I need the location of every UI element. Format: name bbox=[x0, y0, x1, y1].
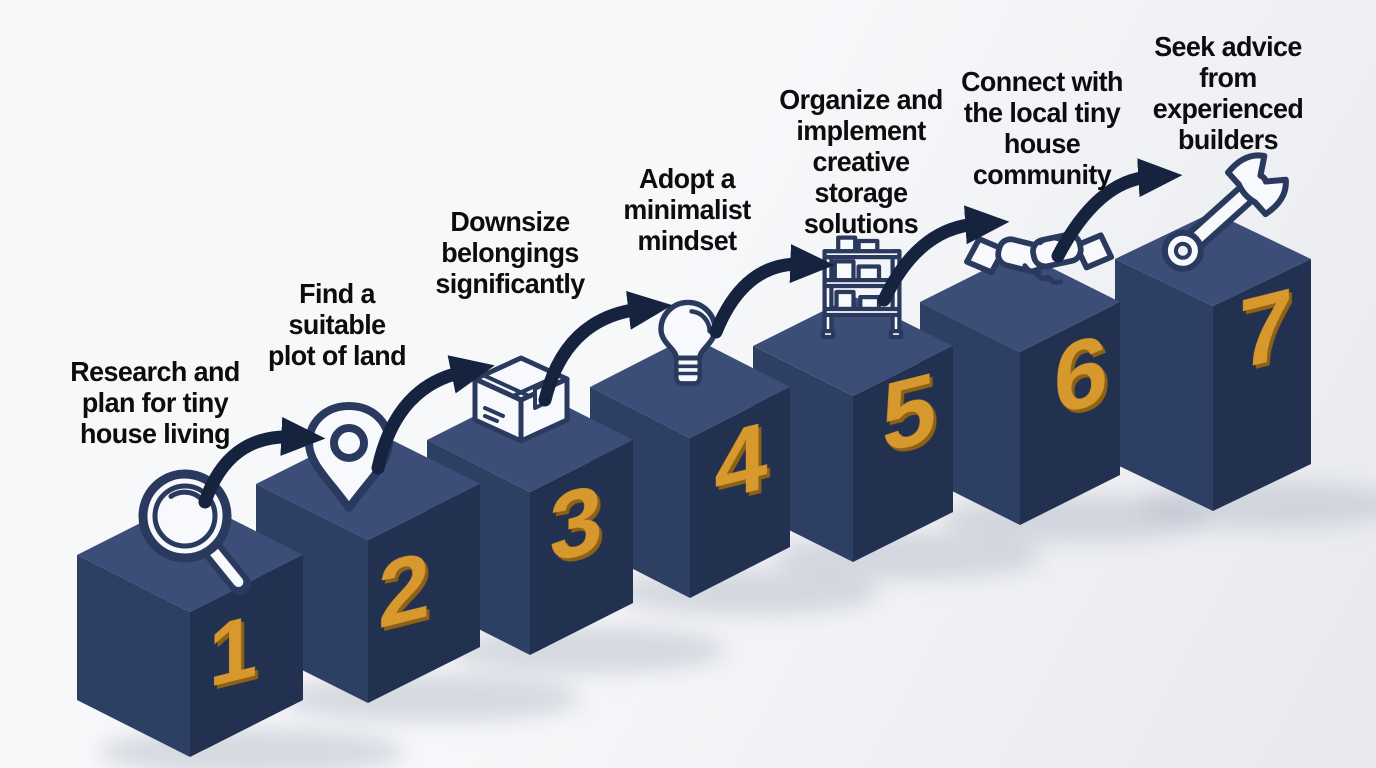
label-line: house living bbox=[80, 418, 230, 449]
label-line: from bbox=[1199, 62, 1257, 93]
step-label-5: Organize and implement creative storage … bbox=[741, 84, 981, 239]
label-line: storage bbox=[814, 177, 908, 208]
block-left-face bbox=[1115, 259, 1213, 511]
arrow-step4-step5 bbox=[709, 244, 835, 339]
label-line: minimalist bbox=[623, 194, 751, 225]
step-block-2: 2 bbox=[256, 402, 480, 703]
block-right-face bbox=[690, 387, 790, 598]
label-line: Organize and bbox=[779, 84, 943, 115]
arrow-step2-step3 bbox=[371, 355, 495, 475]
label-line: plan for tiny bbox=[81, 387, 229, 418]
label-line: plot of land bbox=[268, 340, 406, 371]
label-line: Research and bbox=[70, 356, 240, 387]
label-line: house bbox=[1003, 128, 1081, 159]
wrench-icon bbox=[1161, 152, 1289, 272]
step-label-3: Downsize belongings significantly bbox=[390, 206, 630, 299]
label-line: significantly bbox=[435, 268, 585, 299]
block-left-face bbox=[77, 555, 190, 757]
label-line: solutions bbox=[803, 208, 919, 239]
step-number: 5 bbox=[882, 352, 937, 475]
step-arrows bbox=[198, 158, 1183, 509]
block-right-face bbox=[853, 346, 953, 562]
arrow-step3-step4 bbox=[538, 291, 673, 407]
arrow-step6-step7 bbox=[1051, 158, 1183, 263]
step-label-4: Adopt a minimalist mindset bbox=[567, 163, 807, 256]
arrow-step5-step6 bbox=[877, 205, 1010, 307]
label-line: Adopt a bbox=[638, 163, 736, 194]
label-line: mindset bbox=[637, 225, 737, 256]
step-number: 2 bbox=[378, 532, 430, 649]
step-number: 6 bbox=[1054, 314, 1109, 437]
label-line: Find a bbox=[299, 278, 375, 309]
label-line: belongings bbox=[441, 237, 579, 268]
label-line: experienced bbox=[1152, 93, 1304, 124]
step-label-7: Seek advice from experienced builders bbox=[1108, 31, 1348, 155]
label-line: community bbox=[972, 159, 1112, 190]
step-block-7: 7 bbox=[1115, 152, 1311, 511]
block-right-face bbox=[190, 555, 303, 757]
label-line: Seek advice bbox=[1154, 31, 1302, 62]
location-pin-icon bbox=[305, 402, 393, 512]
label-line: suitable bbox=[288, 309, 387, 340]
label-line: Connect with bbox=[961, 66, 1123, 97]
block-right-face bbox=[368, 484, 480, 703]
block-right-face bbox=[1213, 259, 1311, 511]
label-line: builders bbox=[1178, 124, 1279, 155]
storage-shelf-icon bbox=[820, 235, 904, 340]
arrow-step1-step2 bbox=[198, 416, 326, 509]
step-label-6: Connect with the local tiny house commun… bbox=[922, 66, 1162, 190]
label-line: the local tiny bbox=[963, 97, 1121, 128]
block-right-face bbox=[530, 440, 633, 655]
lightbulb-icon bbox=[658, 299, 718, 386]
step-number: 3 bbox=[549, 463, 602, 584]
step-number: 1 bbox=[209, 595, 258, 706]
step-block-1: 1 bbox=[77, 469, 303, 757]
handshake-icon bbox=[963, 231, 1115, 285]
block-right-face bbox=[1020, 302, 1120, 525]
label-line: implement bbox=[796, 115, 926, 146]
label-line: Downsize bbox=[450, 206, 570, 237]
step-number: 7 bbox=[1239, 268, 1294, 391]
label-line: creative bbox=[812, 146, 910, 177]
step-label-1: Research and plan for tiny house living bbox=[35, 356, 275, 449]
step-label-2: Find a suitable plot of land bbox=[217, 278, 457, 371]
step-number: 4 bbox=[714, 401, 767, 522]
